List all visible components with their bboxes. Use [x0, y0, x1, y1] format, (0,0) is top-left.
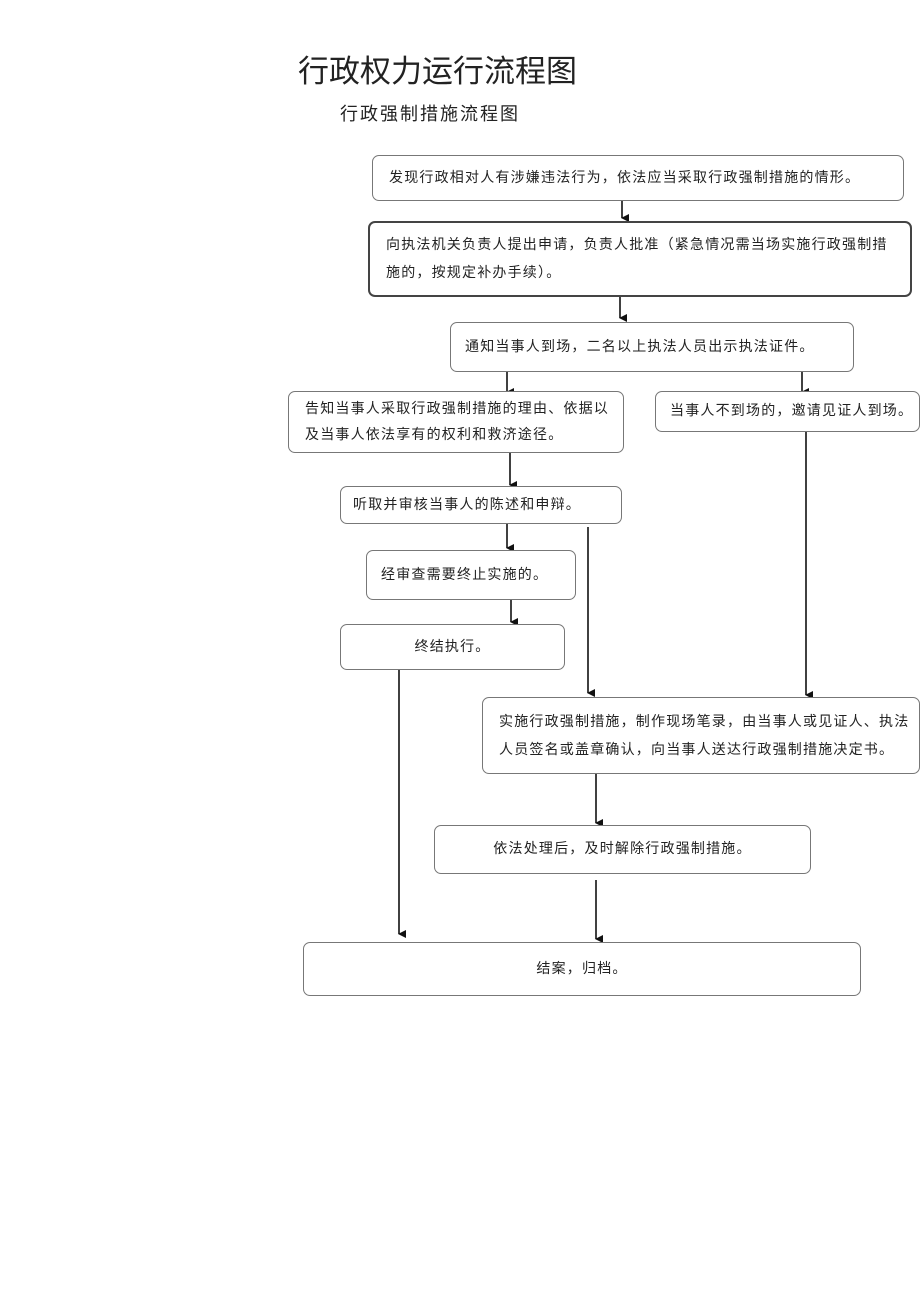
step-notify-text: 通知当事人到场，二名以上执法人员出示执法证件。 — [465, 338, 815, 355]
step-notify: 通知当事人到场，二名以上执法人员出示执法证件。 — [450, 322, 854, 372]
step-implement-text: 实施行政强制措施，制作现场笔录，由当事人或见证人、执法人员签名或盖章确认，向当事… — [499, 713, 910, 758]
step-release-text: 依法处理后，及时解除行政强制措施。 — [493, 841, 752, 857]
step-implement: 实施行政强制措施，制作现场笔录，由当事人或见证人、执法人员签名或盖章确认，向当事… — [482, 697, 920, 774]
step-hear-text: 听取并审核当事人的陈述和申辩。 — [353, 496, 581, 513]
step-terminate-review-text: 经审查需要终止实施的。 — [381, 566, 549, 583]
step-discover-text: 发现行政相对人有涉嫌违法行为，依法应当采取行政强制措施的情形。 — [389, 169, 861, 186]
step-inform-text: 告知当事人采取行政强制措施的理由、依据以及当事人依法享有的权利和救济途径。 — [305, 401, 609, 443]
step-archive: 结案，归档。 — [303, 942, 861, 996]
step-terminate: 终结执行。 — [340, 624, 565, 670]
step-absent-text: 当事人不到场的，邀请见证人到场。 — [670, 403, 914, 419]
page-title: 行政权力运行流程图 — [298, 54, 577, 90]
step-terminate-review: 经审查需要终止实施的。 — [366, 550, 576, 600]
step-release: 依法处理后，及时解除行政强制措施。 — [434, 825, 811, 874]
step-archive-text: 结案，归档。 — [536, 960, 628, 977]
step-absent: 当事人不到场的，邀请见证人到场。 — [655, 391, 920, 432]
step-discover: 发现行政相对人有涉嫌违法行为，依法应当采取行政强制措施的情形。 — [372, 155, 904, 201]
step-inform: 告知当事人采取行政强制措施的理由、依据以及当事人依法享有的权利和救济途径。 — [288, 391, 624, 453]
step-terminate-text: 终结执行。 — [414, 638, 491, 655]
step-hear: 听取并审核当事人的陈述和申辩。 — [340, 486, 622, 524]
step-apply-text: 向执法机关负责人提出申请，负责人批准（紧急情况需当场实施行政强制措施的，按规定补… — [386, 237, 888, 281]
page-subtitle: 行政强制措施流程图 — [340, 104, 520, 125]
step-apply: 向执法机关负责人提出申请，负责人批准（紧急情况需当场实施行政强制措施的，按规定补… — [368, 221, 912, 297]
